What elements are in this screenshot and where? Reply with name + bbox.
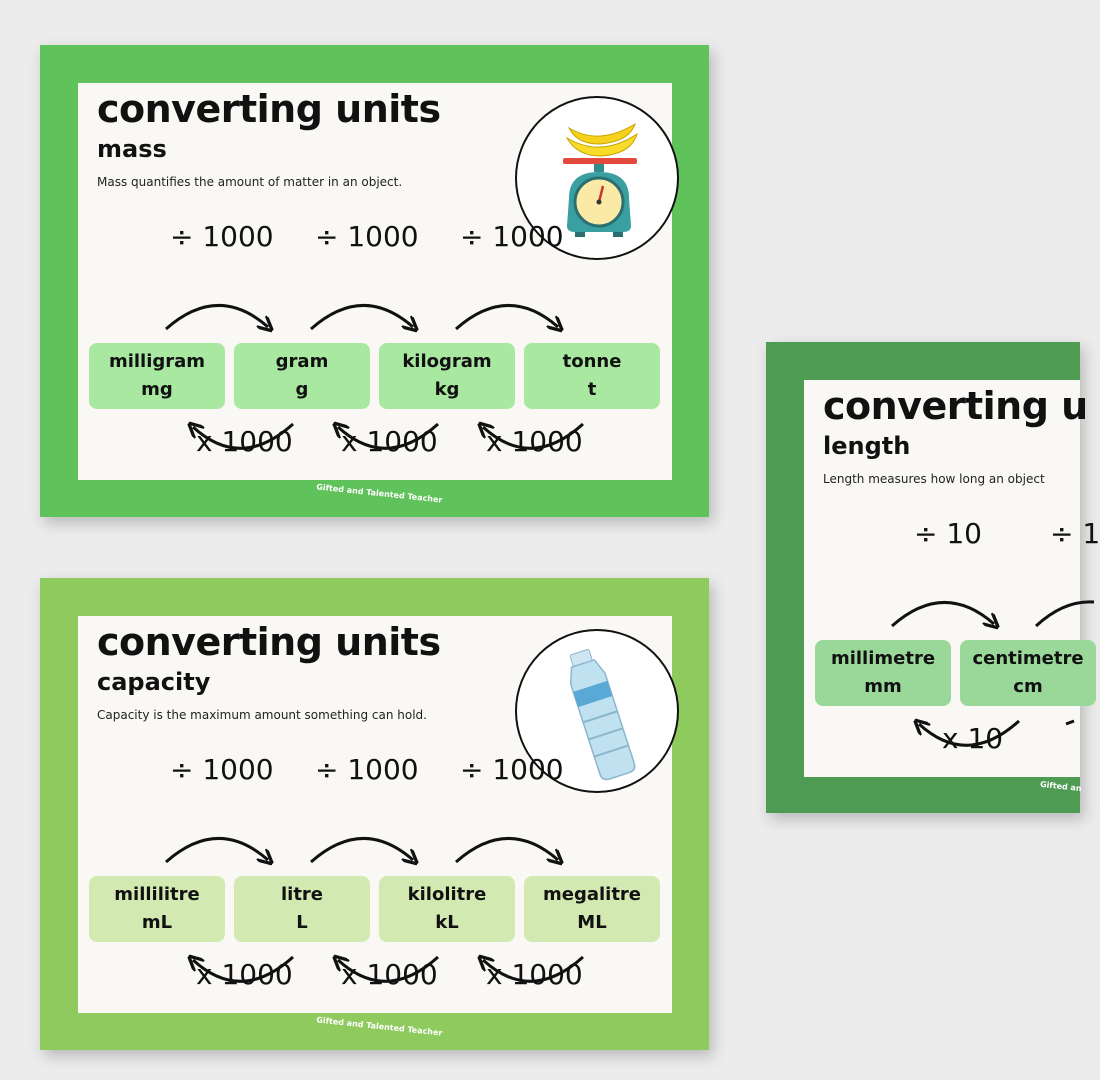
multiply-label: x 10 xyxy=(942,722,1004,755)
unit-name: gram xyxy=(275,351,329,372)
divide-label: ÷ 1000 xyxy=(170,753,274,786)
capacity-description: Capacity is the maximum amount something… xyxy=(97,708,427,722)
unit-box-megalitre: megalitre ML xyxy=(524,876,660,942)
length-poster-card: converting u length Length measures how … xyxy=(804,380,1100,777)
multiply-label: x 1000 xyxy=(486,425,583,458)
mass-poster-card: converting units mass Mass quantifies th… xyxy=(78,83,679,480)
unit-abbr: kg xyxy=(434,379,460,400)
water-bottle-icon xyxy=(515,629,679,793)
unit-abbr: ML xyxy=(577,912,607,933)
divide-label: ÷ 1000 xyxy=(460,753,564,786)
unit-box-milligram: milligram mg xyxy=(89,343,225,409)
mass-description: Mass quantifies the amount of matter in … xyxy=(97,175,403,189)
multiply-label: x 1000 xyxy=(196,425,293,458)
multiply-label: x 1000 xyxy=(341,425,438,458)
divide-label: ÷ 1000 xyxy=(315,220,419,253)
unit-abbr: L xyxy=(296,912,308,933)
capacity-title: converting units xyxy=(97,620,441,664)
length-poster: converting u length Length measures how … xyxy=(766,342,1100,813)
divide-label: ÷ 1000 xyxy=(170,220,274,253)
mass-arrows xyxy=(165,304,585,450)
mass-title: converting units xyxy=(97,87,441,131)
unit-box-tonne: tonne t xyxy=(524,343,660,409)
watermark: Gifted and Talented Teacher xyxy=(315,482,443,505)
unit-abbr: kL xyxy=(435,912,459,933)
length-description: Length measures how long an object xyxy=(823,472,1045,486)
length-arrows xyxy=(891,600,1095,747)
unit-abbr: mL xyxy=(141,912,173,933)
unit-abbr: t xyxy=(587,379,597,400)
unit-abbr: mg xyxy=(141,379,173,400)
length-title: converting u xyxy=(823,384,1088,428)
capacity-poster: converting units capacity Capacity is th… xyxy=(40,578,709,1050)
unit-abbr: mm xyxy=(864,676,902,697)
unit-name: megalitre xyxy=(542,884,642,905)
divide-label: ÷ 10 xyxy=(914,517,982,550)
multiply-label: x 1000 xyxy=(486,958,583,991)
unit-name: litre xyxy=(280,884,324,905)
capacity-poster-card: converting units capacity Capacity is th… xyxy=(78,616,679,1013)
capacity-subtitle: capacity xyxy=(97,668,211,696)
unit-box-gram: gram g xyxy=(234,343,370,409)
multiply-label: x 1000 xyxy=(341,958,438,991)
unit-box-centimetre: centimetre cm xyxy=(960,640,1096,706)
divide-label: ÷ 1000 xyxy=(315,753,419,786)
unit-box-millilitre: millilitre mL xyxy=(89,876,225,942)
length-subtitle: length xyxy=(823,432,911,460)
unit-box-kilogram: kilogram kg xyxy=(379,343,515,409)
unit-name: centimetre xyxy=(972,648,1084,669)
unit-name: tonne xyxy=(562,351,622,372)
kitchen-scale-icon xyxy=(515,96,679,260)
unit-name: kilolitre xyxy=(407,884,487,905)
unit-name: milligram xyxy=(108,351,206,372)
mass-subtitle: mass xyxy=(97,135,167,163)
unit-box-millimetre: millimetre mm xyxy=(815,640,951,706)
unit-abbr: cm xyxy=(1013,676,1043,697)
mass-poster: converting units mass Mass quantifies th… xyxy=(40,45,709,517)
unit-name: millilitre xyxy=(114,884,200,905)
unit-box-litre: litre L xyxy=(234,876,370,942)
watermark: Gifted an xyxy=(1039,779,1083,794)
divide-label: ÷ 1000 xyxy=(460,220,564,253)
unit-abbr: g xyxy=(295,379,309,400)
watermark: Gifted and Talented Teacher xyxy=(315,1015,443,1038)
unit-name: millimetre xyxy=(830,648,936,669)
multiply-label: x 1000 xyxy=(196,958,293,991)
unit-name: kilogram xyxy=(402,351,492,372)
capacity-arrows xyxy=(165,837,585,983)
divide-label: ÷ 1 xyxy=(1050,517,1100,550)
unit-box-kilolitre: kilolitre kL xyxy=(379,876,515,942)
